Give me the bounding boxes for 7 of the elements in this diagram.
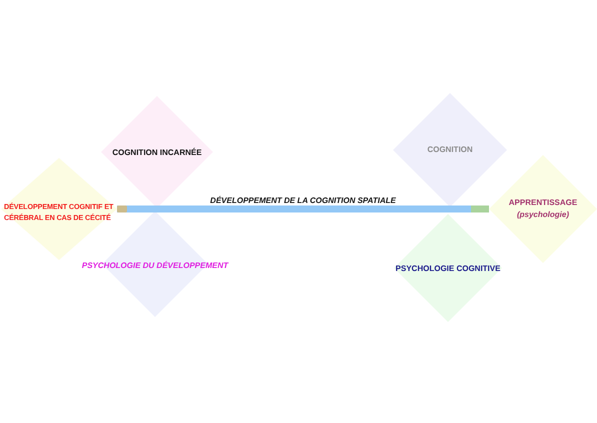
node-label: COGNITION INCARNÉE (111, 148, 203, 158)
node-label: PSYCHOLOGIE COGNITIVE (394, 264, 502, 274)
node-label: COGNITION (426, 145, 474, 155)
edge-label: DÉVELOPPEMENT DE LA COGNITION SPATIALE (208, 196, 398, 204)
node-label: APPRENTISSAGE (psychologie) (508, 197, 578, 221)
node-label: PSYCHOLOGIE DU DÉVELOPPEMENT (80, 260, 230, 270)
connector-bar (117, 206, 489, 212)
